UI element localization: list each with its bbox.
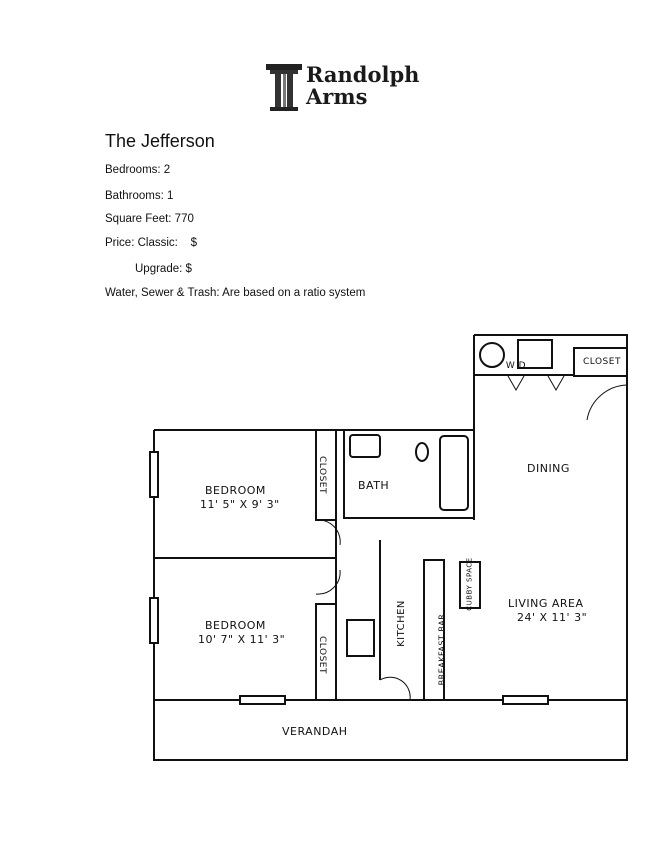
bedrooms-spec: Bedrooms: 2 xyxy=(105,164,171,176)
price-classic-spec: Price: Classic: $ xyxy=(105,237,198,249)
column-icon xyxy=(266,64,302,111)
dining-label: DINING xyxy=(527,462,570,475)
closet-bed2-label: CLOSET xyxy=(316,636,327,674)
bedroom1-label: BEDROOM xyxy=(205,484,266,497)
living-label: LIVING AREA xyxy=(508,597,584,610)
breakfast-bar-label: BREAKFAST BAR xyxy=(437,613,447,686)
bath-label: BATH xyxy=(358,479,390,492)
closet-top-label: CLOSET xyxy=(583,357,621,367)
wd-label: W D xyxy=(505,361,527,371)
price-upgrade-spec: Upgrade: $ xyxy=(135,263,192,275)
bedroom2-size: 10' 7" X 11' 3" xyxy=(198,633,286,646)
cubby-label: CUBBY SPACE xyxy=(465,557,474,611)
bedroom1-size: 11' 5" X 9' 3" xyxy=(200,498,280,511)
square-feet-spec: Square Feet: 770 xyxy=(105,213,194,225)
kitchen-label: KITCHEN xyxy=(395,600,407,647)
bedroom2-label: BEDROOM xyxy=(205,619,266,632)
living-size: 24' X 11' 3" xyxy=(517,611,588,624)
bathrooms-spec: Bathrooms: 1 xyxy=(105,190,174,202)
unit-title: The Jefferson xyxy=(105,131,215,151)
utilities-spec: Water, Sewer & Trash: Are based on a rat… xyxy=(105,287,366,299)
brand-line2: Arms xyxy=(306,84,368,109)
brand-line1: Randolph xyxy=(306,62,420,87)
brand-name: Randolph Arms xyxy=(306,64,419,108)
verandah-label: VERANDAH xyxy=(282,725,348,738)
closet-bed1-label: CLOSET xyxy=(316,456,327,494)
